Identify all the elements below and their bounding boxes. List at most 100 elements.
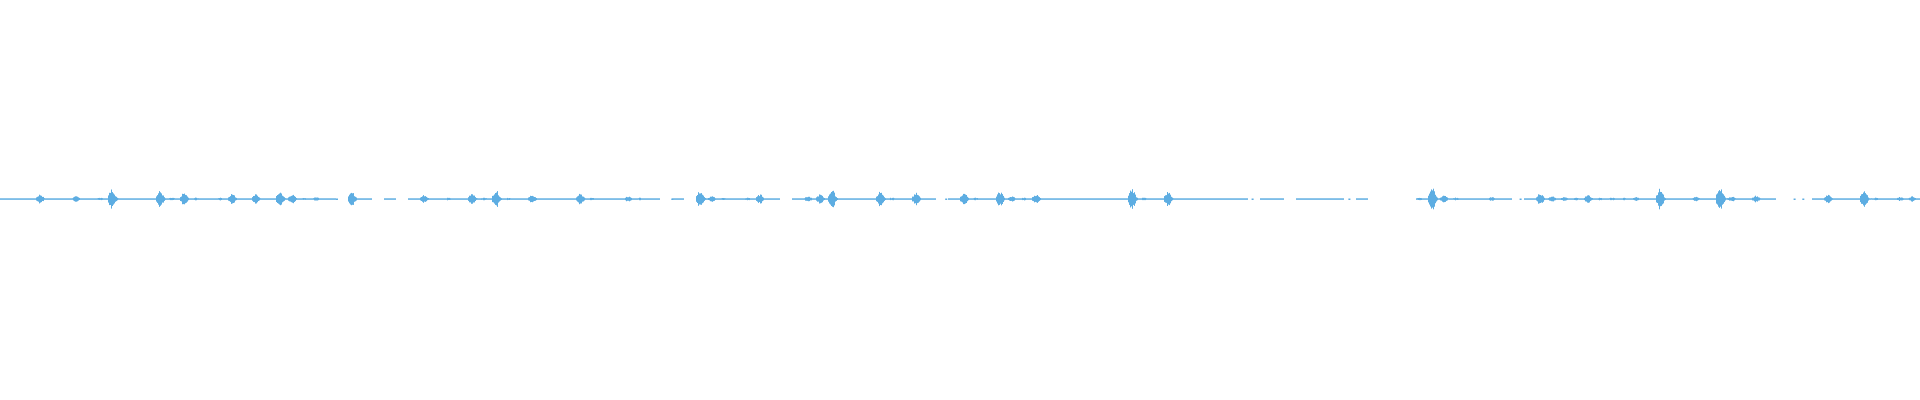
- waveform-bin: [504, 197, 516, 201]
- waveform-bin: [1704, 198, 1716, 200]
- waveform-bin: [612, 198, 624, 200]
- waveform-bin: [1080, 198, 1092, 200]
- waveform-bin: [900, 198, 912, 200]
- waveform-bin: [1200, 198, 1212, 200]
- waveform-bin: [636, 197, 648, 201]
- waveform-bin: [984, 198, 996, 200]
- waveform-bin: [1320, 198, 1332, 200]
- waveform-bin: [1140, 197, 1152, 201]
- waveform-bin: [912, 192, 924, 206]
- waveform-bin: [1356, 198, 1368, 200]
- waveform-bin: [1236, 198, 1248, 200]
- waveform-bin: [756, 194, 768, 204]
- waveform-bin: [144, 198, 156, 200]
- waveform-bin: [120, 198, 132, 200]
- waveform-bin: [156, 191, 168, 207]
- waveform-bin: [192, 197, 204, 201]
- waveform-dot: [1348, 198, 1351, 200]
- waveform-bin: [816, 194, 828, 204]
- waveform-bin: [360, 198, 372, 200]
- waveform-bin: [624, 196, 636, 202]
- waveform-bin: [36, 194, 48, 204]
- waveform-dot: [1793, 198, 1796, 200]
- waveform-bin: [1908, 196, 1920, 202]
- waveform-bin: [456, 198, 468, 200]
- waveform-bin: [324, 198, 336, 200]
- waveform-bin: [516, 198, 528, 200]
- waveform-bin: [768, 198, 780, 200]
- waveform-bin: [840, 198, 852, 200]
- waveform-bin: [312, 197, 324, 201]
- waveform-bin: [1524, 198, 1536, 200]
- waveform-bin: [1464, 198, 1476, 200]
- waveform-bin: [876, 191, 888, 207]
- waveform-bin: [1656, 188, 1668, 210]
- waveform-bin: [264, 198, 276, 200]
- waveform-bin: [924, 198, 936, 200]
- waveform-bin: [1620, 197, 1632, 201]
- waveform-bin: [1188, 198, 1200, 200]
- waveform-peaks: [0, 188, 1920, 210]
- waveform-bin: [300, 198, 312, 200]
- waveform-bin: [1116, 198, 1128, 200]
- waveform-bin: [432, 198, 444, 200]
- waveform-bin: [0, 198, 12, 200]
- waveform-bin: [1332, 198, 1344, 200]
- waveform-bin: [1644, 198, 1656, 200]
- waveform-bin: [1416, 197, 1428, 201]
- waveform-bin: [828, 190, 840, 208]
- waveform-bin: [96, 197, 108, 201]
- waveform-bin: [1068, 198, 1080, 200]
- waveform-bin: [1272, 198, 1284, 200]
- waveform-bin: [108, 189, 120, 209]
- waveform-bin: [576, 193, 588, 205]
- waveform-bin: [408, 198, 420, 200]
- waveform-bin: [252, 194, 264, 204]
- waveform-bin: [1896, 197, 1908, 201]
- waveform-bin: [132, 198, 144, 200]
- waveform-bin: [1716, 189, 1728, 209]
- waveform-dot: [1251, 198, 1254, 200]
- waveform-dot: [1802, 198, 1805, 200]
- waveform-bin: [60, 198, 72, 200]
- waveform-bin: [732, 198, 744, 200]
- waveform-bin: [852, 198, 864, 200]
- waveform-bin: [648, 198, 660, 200]
- waveform-bin: [1848, 198, 1860, 200]
- waveform-bin: [708, 196, 720, 202]
- waveform-bin: [696, 192, 708, 206]
- waveform-bin: [1020, 197, 1032, 201]
- waveform-bin: [276, 192, 288, 206]
- waveform-bin: [12, 198, 24, 200]
- waveform-bin: [1560, 197, 1572, 201]
- waveform-bin: [168, 197, 180, 201]
- waveform-bin: [1764, 198, 1776, 200]
- waveform-bin: [1164, 192, 1176, 206]
- waveform-bin: [1476, 198, 1488, 200]
- waveform-bin: [240, 198, 252, 200]
- waveform-bin: [864, 198, 876, 200]
- waveform-bin: [1032, 195, 1044, 203]
- waveform-bin: [1812, 198, 1824, 200]
- waveform-bin: [72, 196, 84, 202]
- waveform-bin: [1224, 198, 1236, 200]
- waveform-bin: [1728, 196, 1740, 202]
- waveform-bin: [540, 198, 552, 200]
- waveform-bin: [1092, 198, 1104, 200]
- waveform-bin: [1668, 198, 1680, 200]
- waveform-bin: [1104, 198, 1116, 200]
- waveform-bin: [348, 192, 360, 206]
- waveform-bin: [1428, 188, 1440, 210]
- waveform-bin: [216, 197, 228, 201]
- waveform-bin: [552, 198, 564, 200]
- waveform-bin: [792, 198, 804, 200]
- waveform-bin: [948, 198, 960, 200]
- waveform-bin: [1872, 197, 1884, 201]
- waveform-bin: [588, 197, 600, 201]
- waveform-bin: [1008, 196, 1020, 202]
- waveform-bin: [384, 198, 396, 200]
- waveform-bin: [672, 198, 684, 200]
- waveform-bin: [1572, 197, 1584, 201]
- waveform-bin: [1440, 195, 1452, 203]
